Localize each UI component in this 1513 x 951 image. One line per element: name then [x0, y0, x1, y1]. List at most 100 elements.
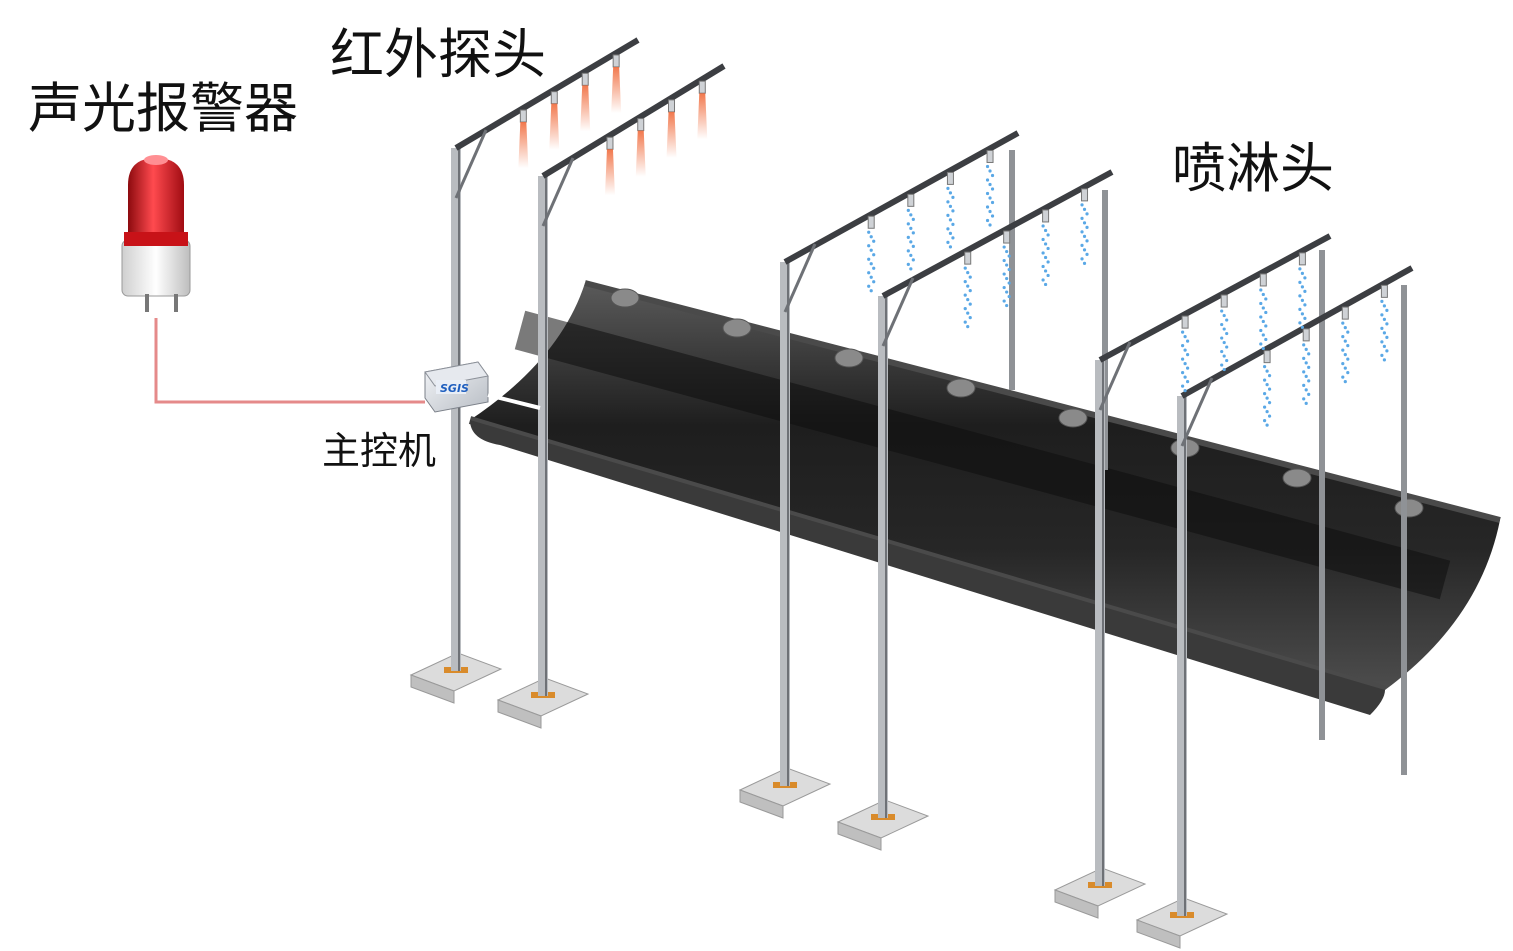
water-droplet	[1380, 326, 1384, 330]
foundation-side	[1136, 919, 1181, 949]
water-droplet	[1043, 269, 1048, 273]
water-droplet	[1222, 327, 1226, 331]
water-droplet	[988, 169, 992, 173]
water-droplet	[1382, 304, 1386, 308]
water-droplet	[869, 262, 873, 266]
water-droplet	[1005, 263, 1009, 267]
water-droplet	[867, 271, 871, 275]
foundation-side	[1054, 889, 1099, 919]
water-droplet	[906, 249, 910, 253]
water-droplet	[1385, 308, 1389, 312]
water-droplet	[869, 235, 873, 239]
water-droplet	[988, 209, 992, 214]
water-droplet	[1002, 258, 1006, 263]
water-droplet	[1264, 310, 1268, 315]
infrared-beam	[580, 85, 591, 132]
water-droplet	[1302, 343, 1306, 347]
water-droplet	[948, 204, 953, 209]
water-droplet	[1380, 340, 1384, 344]
foundation-side	[497, 699, 542, 729]
water-droplet	[1005, 290, 1009, 294]
water-droplet	[1261, 319, 1265, 324]
brace	[1180, 377, 1214, 447]
water-droplet	[990, 173, 995, 178]
water-droplet	[1085, 239, 1089, 243]
infrared-probe-label: 红外探头	[330, 23, 546, 86]
water-droplet	[1046, 246, 1050, 251]
support-frames	[409, 37, 1414, 949]
water-droplet	[990, 187, 995, 191]
water-droplet	[1046, 273, 1050, 278]
water-droplet	[1082, 261, 1087, 265]
water-droplet	[1380, 313, 1384, 317]
water-droplet	[1007, 294, 1011, 299]
infrared-beam	[635, 130, 646, 177]
water-droplet	[946, 213, 950, 218]
water-droplet	[1346, 357, 1350, 361]
water-droplet	[1261, 333, 1265, 337]
spray-nozzle	[1259, 273, 1267, 287]
water-droplet	[1222, 367, 1226, 372]
water-droplet	[1041, 251, 1045, 255]
water-droplet	[1341, 362, 1345, 366]
water-droplet	[1043, 242, 1048, 246]
water-droplet	[1080, 203, 1084, 207]
water-droplet	[951, 195, 955, 200]
water-droplet	[1303, 303, 1307, 307]
water-droplet	[909, 267, 913, 271]
spray-nozzle	[1042, 209, 1050, 223]
cross-beam	[541, 63, 726, 179]
water-droplet	[1225, 358, 1229, 363]
water-droplet	[963, 307, 967, 311]
water-droplet	[1225, 318, 1229, 322]
water-droplet	[1005, 276, 1009, 281]
water-droplet	[1382, 331, 1386, 335]
water-droplet	[1186, 353, 1190, 357]
water-droplet	[1300, 312, 1304, 316]
infrared-beam	[604, 149, 615, 196]
infrared-beam	[611, 66, 622, 113]
water-droplet	[906, 262, 910, 266]
water-droplet	[1220, 349, 1224, 354]
water-droplet	[1220, 336, 1224, 340]
water-droplet	[1382, 317, 1386, 321]
water-droplet	[985, 191, 990, 196]
water-droplet	[869, 275, 873, 279]
infrared-beam	[697, 93, 708, 140]
water-droplet	[1346, 371, 1350, 375]
water-droplet	[1298, 307, 1302, 311]
water-droplet	[963, 320, 967, 324]
water-droplet	[909, 240, 913, 244]
spray-nozzle	[1263, 350, 1271, 364]
foundation-side	[410, 674, 455, 704]
water-droplet	[872, 280, 876, 284]
water-droplet	[966, 311, 970, 315]
water-droplet	[1346, 344, 1350, 348]
brace	[783, 243, 817, 313]
control-box-icon: SGIS	[424, 361, 541, 413]
infrared-sensor	[637, 118, 645, 132]
water-droplet	[1298, 267, 1302, 271]
water-droplet	[1380, 353, 1384, 357]
cross-beam	[881, 169, 1114, 299]
water-droplet	[1007, 254, 1011, 258]
infrared-sensor	[581, 72, 589, 86]
water-droplet	[1220, 322, 1224, 327]
foundation-side	[837, 821, 882, 851]
water-droplet	[1222, 313, 1226, 318]
water-droplet	[1186, 366, 1190, 370]
main-controller-label: 主控机	[322, 429, 437, 473]
water-droplet	[966, 284, 970, 288]
water-droplet	[946, 200, 950, 204]
spray-nozzle	[1380, 284, 1388, 298]
water-droplet	[1183, 335, 1187, 339]
water-droplet	[1303, 276, 1307, 280]
cross-beam	[454, 37, 640, 151]
water-droplet	[1041, 237, 1045, 242]
water-droplet	[1186, 339, 1190, 343]
water-droplet	[909, 213, 913, 217]
water-droplet	[968, 275, 972, 279]
water-droplet	[1085, 252, 1089, 256]
water-droplet	[1259, 342, 1263, 346]
water-droplet	[1043, 282, 1048, 287]
